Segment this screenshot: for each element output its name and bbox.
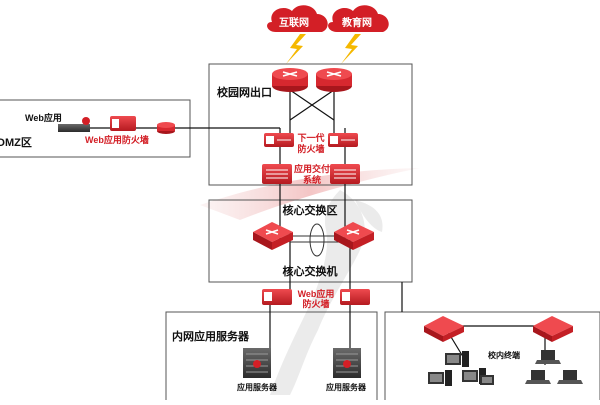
desktop-computer-icon bbox=[480, 375, 494, 385]
zone-core bbox=[208, 199, 413, 283]
router-icon bbox=[316, 68, 352, 92]
switch-icon bbox=[157, 122, 175, 134]
firewall-icon bbox=[262, 289, 292, 305]
web-server-icon bbox=[58, 117, 90, 132]
firewall-icon bbox=[340, 289, 370, 305]
core-switch-icon bbox=[334, 222, 374, 250]
firewall-icon bbox=[328, 133, 358, 147]
firewall-icon bbox=[110, 116, 136, 131]
campus-terminals-label: 校内终端 bbox=[488, 350, 520, 360]
lightning-icon bbox=[286, 34, 306, 64]
load-balancer-icon bbox=[330, 164, 360, 184]
load-balancer-icon bbox=[262, 164, 292, 184]
dmz-web-app-label: Web应用 bbox=[25, 112, 62, 123]
server-rack-icon bbox=[333, 348, 361, 378]
cloud-internet: 互联网 bbox=[267, 5, 328, 32]
internal-waf-label-line2: 防火墙 bbox=[302, 298, 329, 309]
ngfw-label-line2: 防火墙 bbox=[297, 143, 324, 154]
app-server-label: 应用服务器 bbox=[237, 382, 278, 392]
dmz-waf-label: Web应用防火墙 bbox=[85, 134, 149, 145]
zone-core-label: 核心交换区 bbox=[283, 203, 338, 217]
router-icon bbox=[272, 68, 308, 92]
laptop-icon bbox=[525, 370, 551, 384]
link-bundle-ring bbox=[309, 223, 325, 257]
cloud-edu-net-label: 教育网 bbox=[341, 16, 372, 29]
server-rack-icon bbox=[243, 348, 271, 378]
cloud-edu-net: 教育网 bbox=[328, 5, 389, 32]
internal-waf-label-line1: Web应用 bbox=[298, 288, 335, 299]
adc-label-line2: 系统 bbox=[303, 174, 321, 185]
desktop-computer-icon bbox=[445, 351, 469, 367]
access-switch-icon bbox=[424, 316, 464, 342]
cloud-internet-label: 互联网 bbox=[279, 16, 309, 29]
zone-intranet-label: 内网应用服务器 bbox=[172, 329, 250, 343]
core-switch-label: 核心交换机 bbox=[283, 264, 338, 278]
laptop-icon bbox=[535, 350, 561, 364]
ngfw-label-line1: 下一代 bbox=[297, 132, 324, 143]
adc-label-line1: 应用交付 bbox=[294, 163, 330, 174]
zone-campus-exit bbox=[208, 63, 413, 186]
lightning-icon bbox=[341, 34, 361, 64]
firewall-icon bbox=[264, 133, 294, 147]
laptop-icon bbox=[557, 370, 583, 384]
zone-dmz-label: DMZ区 bbox=[0, 136, 32, 149]
core-switch-icon bbox=[253, 222, 293, 250]
app-server-label: 应用服务器 bbox=[326, 382, 367, 392]
access-switch-icon bbox=[533, 316, 573, 342]
desktop-computer-icon bbox=[428, 370, 452, 386]
zone-campus-exit-label: 校园网出口 bbox=[217, 85, 272, 99]
